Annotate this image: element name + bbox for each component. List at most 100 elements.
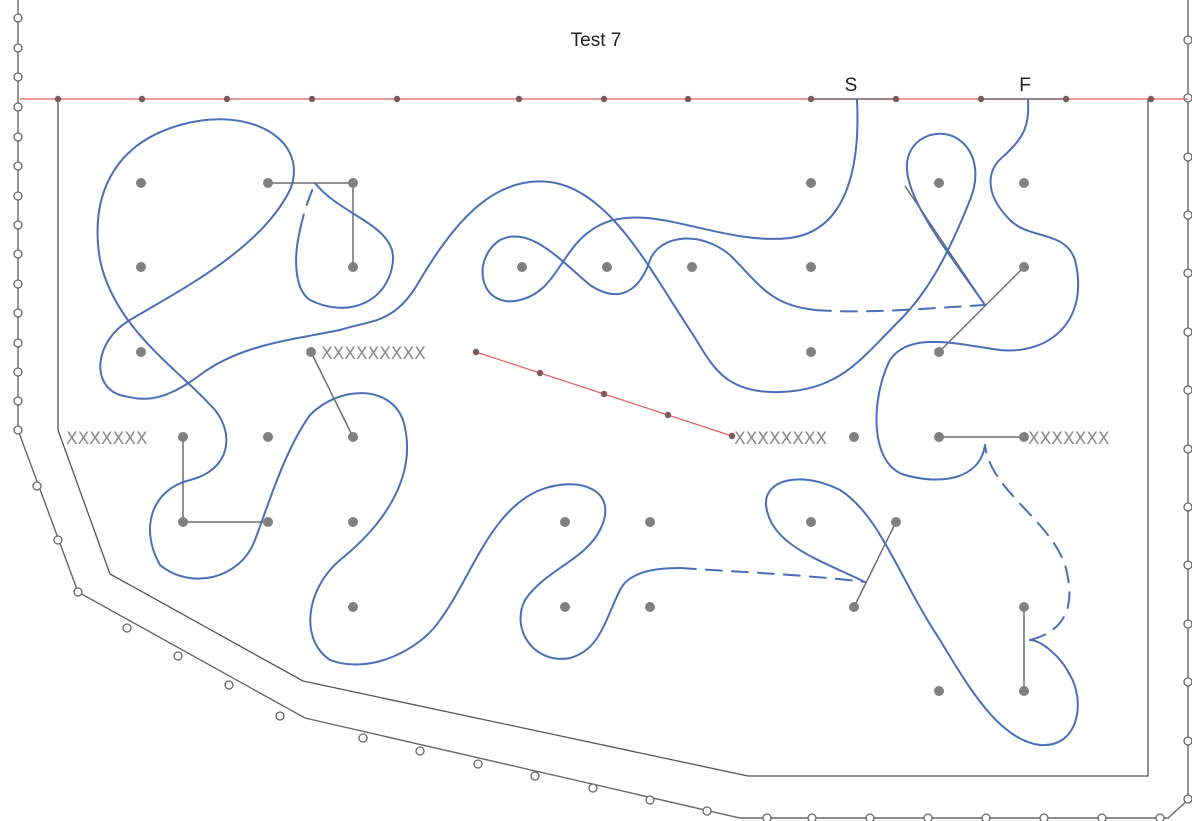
top-line-marker	[684, 95, 692, 103]
fence-post	[122, 623, 132, 633]
tether-2	[310, 351, 354, 438]
fence-post	[1183, 444, 1192, 454]
diagonal-marker	[664, 411, 672, 419]
fence-post	[1183, 152, 1192, 162]
obstacle-dot	[645, 517, 655, 527]
obstacle-dot	[934, 347, 944, 357]
fence-post	[1183, 93, 1192, 103]
obstacle-dot	[306, 347, 316, 357]
fence-post	[865, 813, 875, 821]
fence-post	[224, 680, 234, 690]
fence-post	[32, 481, 42, 491]
diagonal-marker	[472, 348, 480, 356]
fence-post	[73, 587, 83, 597]
path-segment-lower-right	[764, 478, 1079, 747]
diagonal-marker	[600, 390, 608, 398]
top-line-marker	[892, 95, 900, 103]
obstacle-dot	[263, 517, 273, 527]
top-line-marker	[308, 95, 316, 103]
fence-post	[588, 783, 598, 793]
obstacle-dot	[1019, 602, 1029, 612]
top-line-marker	[1062, 95, 1070, 103]
fence-post	[13, 220, 23, 230]
obstacle-dot	[178, 432, 188, 442]
tether-lines	[182, 182, 1025, 691]
top-line-marker	[138, 95, 146, 103]
obstacle-dot	[934, 686, 944, 696]
fence-post	[13, 72, 23, 82]
obstacle-dot	[1019, 432, 1029, 442]
fence-post	[807, 813, 817, 821]
fence-post	[13, 102, 23, 112]
fence-post	[13, 367, 23, 377]
fence-post	[981, 813, 991, 821]
obstacle-dots	[136, 178, 1029, 696]
obstacle-dot	[806, 178, 816, 188]
x-marks-left: XXXXXXX	[66, 429, 148, 449]
obstacle-dot	[1019, 262, 1029, 272]
x-marks-center-left: XXXXXXXXX	[321, 344, 426, 364]
top-line-markers	[54, 95, 1155, 103]
fence-post	[13, 161, 23, 171]
fence-post	[173, 651, 183, 661]
path-segment-dashed-1	[814, 304, 986, 313]
fence-post	[1183, 327, 1192, 337]
fence-post	[1097, 813, 1107, 821]
fence-post	[358, 733, 368, 743]
path-segment-dashed-4	[299, 182, 316, 231]
fence-post	[1183, 35, 1192, 45]
path-segment-main	[481, 99, 859, 311]
fence-post	[1183, 619, 1192, 629]
path-segment-upper-left	[295, 182, 395, 309]
tether-6	[853, 521, 897, 608]
obstacle-dot	[645, 602, 655, 612]
fence-posts	[13, 13, 1192, 821]
top-line-marker	[223, 95, 231, 103]
fence-post	[13, 13, 23, 23]
obstacle-dot	[560, 602, 570, 612]
obstacle-dot	[136, 347, 146, 357]
obstacle-dot	[806, 347, 816, 357]
fence-post	[1183, 560, 1192, 570]
top-line-marker	[977, 95, 985, 103]
path-segment-dashed-3	[984, 444, 1071, 641]
fence-post	[13, 425, 23, 435]
fence-post	[1183, 210, 1192, 220]
obstacle-dot	[348, 517, 358, 527]
obstacle-dot	[263, 432, 273, 442]
start-label: S	[845, 75, 858, 96]
blue-path	[96, 99, 1080, 747]
obstacle-dot	[687, 262, 697, 272]
fence-post	[275, 711, 285, 721]
top-line-marker	[54, 95, 62, 103]
obstacle-dot	[136, 262, 146, 272]
fence-post	[1039, 813, 1049, 821]
fence-post	[1155, 813, 1165, 821]
fence-post	[13, 279, 23, 289]
diagonal-marker	[536, 369, 544, 377]
obstacle-dot	[1019, 178, 1029, 188]
diagonal-markers	[472, 348, 736, 440]
fence-post	[13, 132, 23, 142]
diagonal-marker	[728, 432, 736, 440]
obstacle-dot	[348, 432, 358, 442]
fence-post	[13, 191, 23, 201]
fence-post	[13, 396, 23, 406]
fence-post	[1183, 385, 1192, 395]
obstacle-dot	[348, 262, 358, 272]
x-marks-center-right: XXXXXXXX	[734, 429, 828, 449]
obstacle-dot	[849, 432, 859, 442]
fence-post	[1183, 794, 1192, 804]
fence-post	[13, 43, 23, 53]
obstacle-dot	[136, 178, 146, 188]
fence-post	[473, 759, 483, 769]
fence-post	[415, 746, 425, 756]
fence-post	[1183, 268, 1192, 278]
path-segment-loop-right	[96, 118, 986, 666]
outer-fence-line	[17, 0, 1189, 819]
fence-post	[1183, 736, 1192, 746]
fence-post	[702, 806, 712, 816]
tether-4	[938, 266, 1025, 353]
inner-boundary	[57, 99, 1149, 777]
